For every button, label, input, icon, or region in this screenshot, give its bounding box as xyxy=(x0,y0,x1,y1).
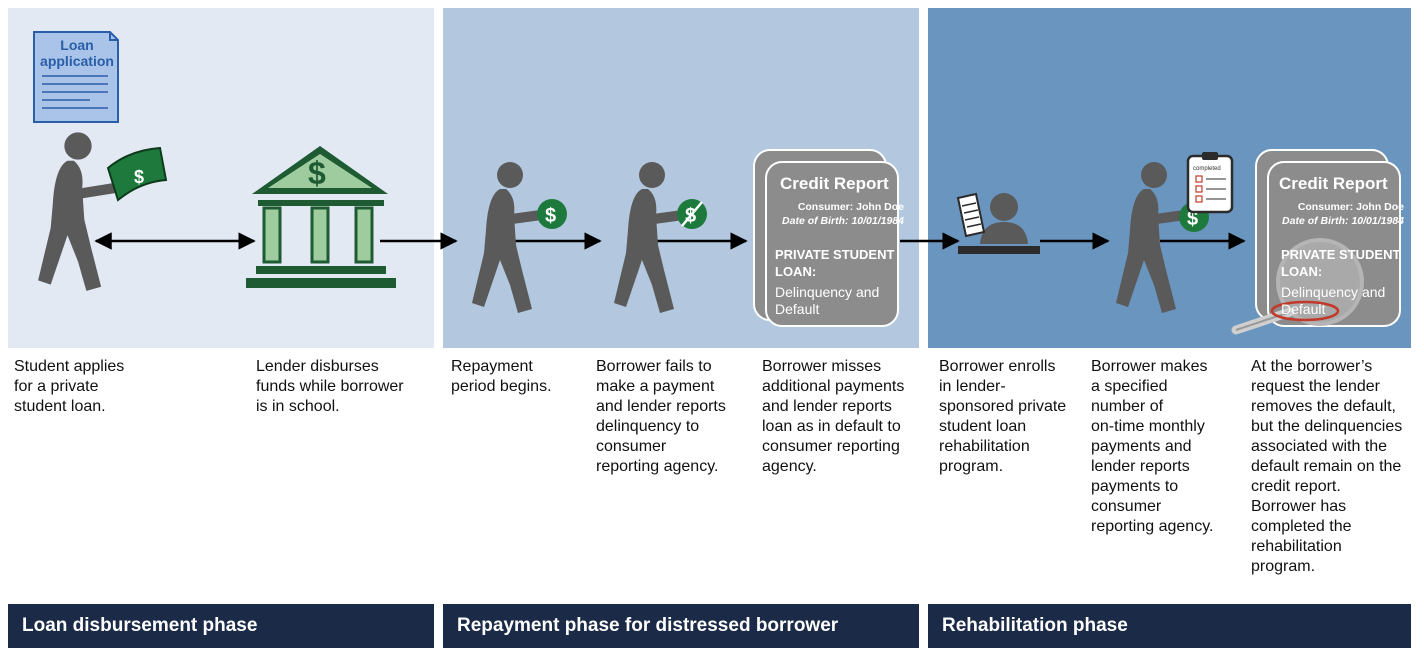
document-icon xyxy=(956,192,986,238)
credit-report-status: Delinquency and Default xyxy=(1281,284,1386,317)
clipboard-label: completed xyxy=(1193,166,1221,172)
phase-label-rehabilitation: Rehabilitation phase xyxy=(928,604,1411,648)
loan-application-icon xyxy=(33,31,119,123)
credit-report-icon xyxy=(1255,149,1401,327)
loan-application-title: Loan application xyxy=(40,37,114,69)
money-bill-icon: $ xyxy=(106,146,168,202)
step-caption-2: Lender disburses funds while borrower is… xyxy=(256,358,404,415)
bank-icon: $ xyxy=(246,146,396,288)
step-caption-8: At the borrower’s request the lender rem… xyxy=(1251,358,1403,575)
credit-report-consumer: Consumer: John Doe xyxy=(797,201,904,213)
credit-report-loan-type: PRIVATE STUDENT LOAN: xyxy=(775,247,895,279)
borrower-figure-icon xyxy=(614,162,684,313)
borrower-figure-icon xyxy=(1116,162,1186,313)
svg-text:$: $ xyxy=(308,155,326,191)
credit-report-consumer: Consumer: John Doe xyxy=(1297,201,1404,213)
step-caption-4: Borrower fails to make a payment and len… xyxy=(596,358,726,475)
step-caption-7: Borrower makes a specified number of on-… xyxy=(1091,358,1214,535)
dollar-coin-crossed-icon: $ xyxy=(677,199,707,229)
borrower-figure-icon xyxy=(472,162,542,313)
dollar-coin-icon: $ xyxy=(537,199,567,229)
step-caption-1: Student applies for a private student lo… xyxy=(14,358,125,415)
default-strike-mark xyxy=(1270,300,1340,322)
credit-report-status: Delinquency and Default xyxy=(775,284,880,317)
credit-report-dob: Date of Birth: 10/01/1984 xyxy=(782,215,904,227)
step-caption-6: Borrower enrolls in lender- sponsored pr… xyxy=(939,358,1067,475)
credit-report-title: Credit Report xyxy=(1279,174,1388,193)
svg-text:$: $ xyxy=(545,205,556,227)
credit-report-icon xyxy=(753,149,899,327)
phase-label-loan-disbursement: Loan disbursement phase xyxy=(8,604,434,648)
credit-report-loan-type: PRIVATE STUDENT LOAN: xyxy=(1281,247,1401,279)
phase-label-repayment: Repayment phase for distressed borrower xyxy=(443,604,919,648)
credit-report-dob: Date of Birth: 10/01/1984 xyxy=(1282,215,1404,227)
svg-text:$: $ xyxy=(134,167,144,187)
svg-text:$: $ xyxy=(1187,208,1198,230)
student-figure-icon xyxy=(38,132,122,291)
borrower-at-desk-icon xyxy=(958,193,1040,254)
credit-report-title: Credit Report xyxy=(780,174,889,193)
clipboard-icon xyxy=(1186,152,1234,214)
step-caption-5: Borrower misses additional payments and … xyxy=(762,358,905,475)
step-caption-3: Repayment period begins. xyxy=(451,358,552,395)
